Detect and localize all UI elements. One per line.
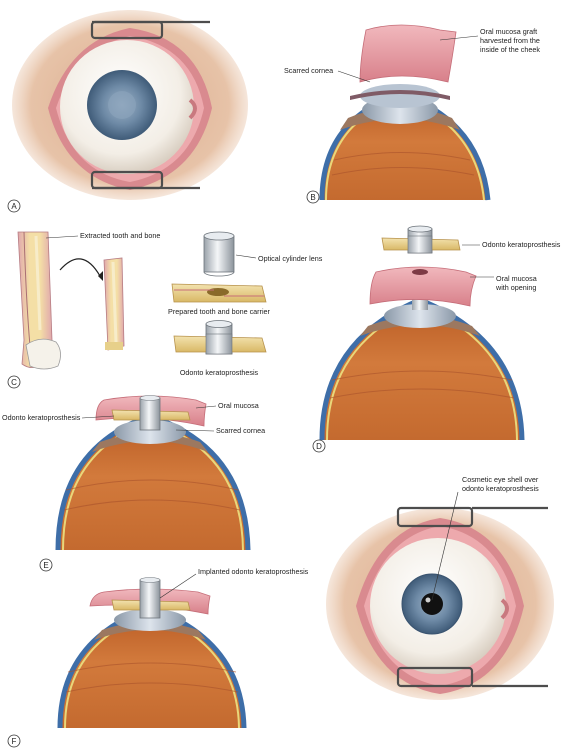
panel-a-open-eye: A <box>7 10 248 213</box>
lid-speculum-bottom-f <box>396 666 548 688</box>
lid-speculum-top-f <box>396 506 548 528</box>
label-oral-mucosa-opening-2: with opening <box>495 283 536 292</box>
label-oral-mucosa-graft-1: Oral mucosa graft <box>480 27 537 36</box>
cut-tooth-lamina <box>103 257 125 351</box>
panel-e-implanted-under-mucosa: Odonto keratoprosthesis Oral mucosa Scar… <box>2 395 265 572</box>
label-cosmetic-shell-1: Cosmetic eye shell over <box>462 475 539 484</box>
label-cosmetic-shell-2: odonto keratoprosthesis <box>462 484 539 493</box>
implanted-kp-e <box>111 395 191 431</box>
panel-d-mucosa-with-opening: Odonto keratoprosthesis Oral mucosa with… <box>312 225 561 453</box>
lid-speculum-bottom <box>90 170 200 190</box>
label-oral-mucosa-graft-3: inside of the cheek <box>480 45 540 54</box>
odonto-kp-above <box>381 225 461 254</box>
label-odonto-kp-e: Odonto keratoprosthesis <box>2 413 81 422</box>
label-oral-mucosa-opening-1: Oral mucosa <box>496 274 537 283</box>
prepared-carrier <box>171 283 267 303</box>
panel-letter-c: C <box>11 378 17 387</box>
curved-arrow <box>59 258 101 277</box>
assembled-odonto-kp <box>173 320 267 355</box>
label-extracted-tooth: Extracted tooth and bone <box>80 231 160 240</box>
panel-letter-f: F <box>12 737 17 746</box>
label-odonto-kp-d: Odonto keratoprosthesis <box>482 240 561 249</box>
panel-letter-e: E <box>43 561 48 570</box>
label-oral-mucosa-graft-2: harvested from the <box>480 36 540 45</box>
label-implanted-kp: Implanted odonto keratoprosthesis <box>198 567 309 576</box>
panel-letter-a: A <box>11 202 17 211</box>
optical-cylinder-lens <box>203 231 235 277</box>
label-scarred-cornea-e: Scarred cornea <box>216 426 265 435</box>
label-oral-mucosa-e: Oral mucosa <box>218 401 259 410</box>
lid-speculum-top <box>90 20 210 40</box>
panel-c-tooth-preparation: Extracted tooth and bone Optical cylinde… <box>7 231 323 389</box>
label-prepared-carrier: Prepared tooth and bone carrier <box>168 307 270 316</box>
label-odonto-kp-c: Odonto keratoprosthesis <box>180 368 259 377</box>
extracted-tooth <box>17 231 61 370</box>
label-scarred-cornea-b: Scarred cornea <box>284 66 333 75</box>
implanted-kp-f <box>111 577 191 619</box>
panel-f-implanted-section: Implanted odonto keratoprosthesis F <box>7 567 309 748</box>
panel-letter-d: D <box>316 442 322 451</box>
label-optical-cylinder: Optical cylinder lens <box>258 254 323 263</box>
panel-f-cosmetic-eye: Cosmetic eye shell over odonto keratopro… <box>326 475 554 700</box>
panel-letter-b: B <box>310 193 315 202</box>
panel-b-graft-over-cornea: Oral mucosa graft harvested from the ins… <box>284 24 540 204</box>
